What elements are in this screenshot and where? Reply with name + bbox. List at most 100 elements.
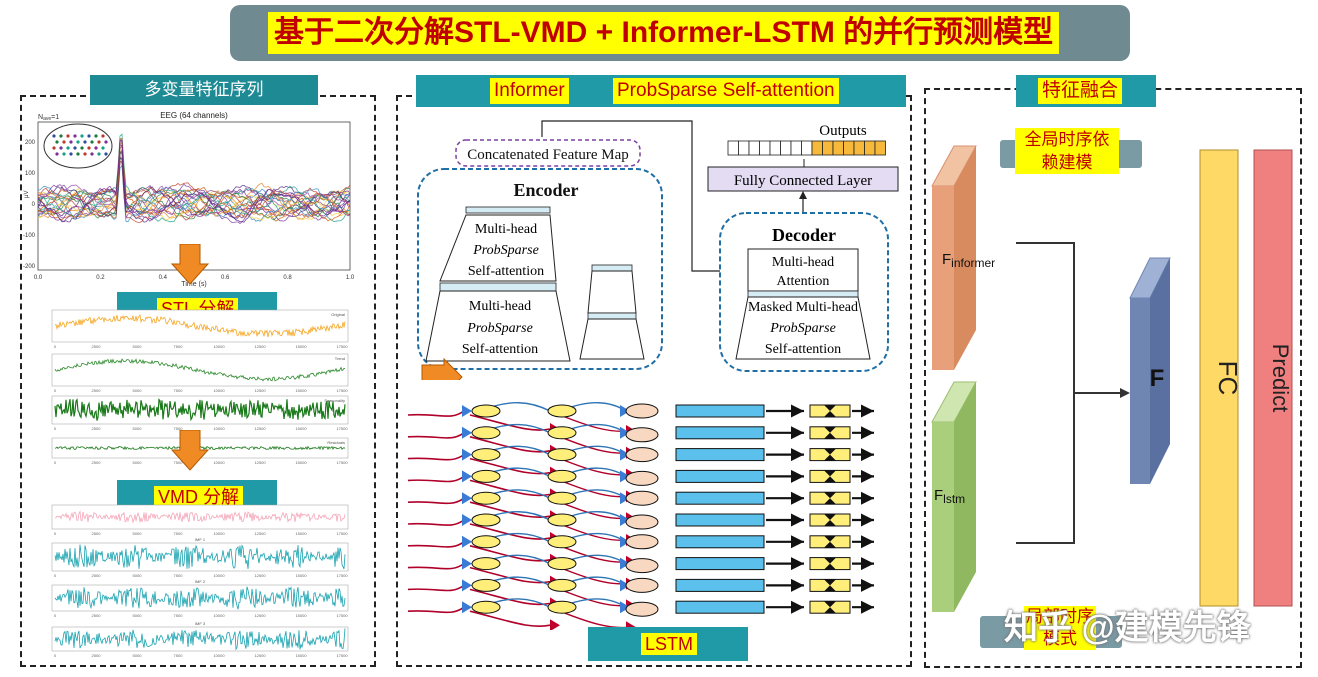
- signal-line: [54, 397, 346, 422]
- encoder-title: Encoder: [514, 180, 579, 200]
- output-cell: [822, 140, 834, 156]
- subplot-xtick: 10000: [213, 573, 225, 578]
- electrode-dot: [66, 146, 70, 150]
- probsparse-tag: ProbSparse Self-attention: [613, 78, 839, 104]
- informer-tag: Informer: [490, 78, 569, 104]
- subplot-xtick: 5000: [133, 653, 143, 658]
- fc-label: FC: [1213, 361, 1243, 396]
- subplot-xtick: 17500: [336, 653, 348, 658]
- lstm-cell: [547, 491, 577, 505]
- electrode-dot: [90, 152, 94, 156]
- lstm-hidden-bar: [675, 600, 765, 614]
- signal-line: [54, 544, 346, 570]
- lstm-cell: [547, 513, 577, 527]
- dec-masked-line3: Self-attention: [765, 342, 841, 357]
- lstm-output-node: [625, 558, 659, 574]
- electrode-dot: [97, 152, 101, 156]
- lstm-network: [407, 402, 874, 630]
- concat-feature-map: Concatenated Feature Map: [467, 147, 629, 163]
- signal-line: [54, 628, 346, 651]
- subplot-xtick: 17500: [336, 573, 348, 578]
- lstm-output-node: [625, 403, 659, 419]
- subplot-xtick: 17500: [336, 613, 348, 618]
- lstm-hidden-bar: [675, 448, 765, 462]
- subplot-xtick: 5000: [133, 573, 143, 578]
- electrode-dot: [62, 140, 66, 144]
- output-cell: [853, 140, 865, 156]
- electrode-dot: [76, 152, 80, 156]
- electrode-dot: [87, 134, 91, 138]
- enc-block1-line2: ProbSparse: [472, 243, 539, 258]
- f-informer-label: Finformer: [942, 251, 995, 270]
- subplot-xtick: 10000: [213, 613, 225, 618]
- lstm-cell: [547, 578, 577, 592]
- output-cell: [801, 140, 813, 156]
- output-cell: [874, 140, 886, 156]
- subplot-xtick: 0: [54, 426, 57, 431]
- lstm-output-node: [625, 470, 659, 486]
- subplot-xtick: 5000: [133, 426, 143, 431]
- watermark: 知乎 @建模先锋: [1004, 609, 1251, 647]
- subplot-xtick: 12500: [254, 426, 266, 431]
- subplot-xtick: 7500: [174, 573, 184, 578]
- eeg-title: EEG (64 channels): [160, 111, 228, 120]
- eeg-xtick: 0.8: [283, 275, 292, 281]
- electrode-dot: [73, 134, 77, 138]
- lstm-output-node: [625, 447, 659, 463]
- lstm-output-node: [625, 490, 659, 506]
- subplot-xtick: 10000: [213, 653, 225, 658]
- subplot-xtick: 15000: [295, 531, 307, 536]
- lstm-cell: [547, 448, 577, 462]
- f-fused-block: [1130, 298, 1150, 484]
- subplot-xtick: 2500: [92, 573, 102, 578]
- subplot-xtick: 17500: [336, 460, 348, 465]
- eeg-ytick: 100: [25, 171, 36, 177]
- lstm-cell: [471, 491, 501, 505]
- output-cell: [727, 140, 739, 156]
- electrode-dot: [59, 134, 63, 138]
- enc-block1-line1: Multi-head: [475, 222, 537, 237]
- lstm-cell: [471, 513, 501, 527]
- output-cell: [864, 140, 876, 156]
- subplot-xtick: 10000: [213, 426, 225, 431]
- subplot-xtick: 2500: [92, 426, 102, 431]
- electrode-dot: [59, 146, 63, 150]
- output-cell: [738, 140, 750, 156]
- subplot-legend: Trend: [335, 356, 345, 361]
- lstm-cell: [547, 600, 577, 614]
- electrode-dot: [104, 140, 108, 144]
- electrode-dot: [55, 140, 59, 144]
- page-title: 基于二次分解STL-VMD + Informer-LSTM 的并行预测模型: [268, 12, 1060, 54]
- local-label: 局部时序 模式: [1024, 606, 1096, 650]
- subplot-xtick: 0: [54, 653, 57, 658]
- subplot-xtick: 15000: [295, 653, 307, 658]
- lstm-output-node: [625, 534, 659, 550]
- subplot-xtick: 0: [54, 573, 57, 578]
- output-cell: [769, 140, 781, 156]
- subplot-xtick: 10000: [213, 388, 225, 393]
- electrode-dot: [83, 140, 87, 144]
- subplot-xtick: 15000: [295, 388, 307, 393]
- lstm-cell: [471, 469, 501, 483]
- signal-line: [54, 358, 346, 382]
- electrode-dot: [52, 146, 56, 150]
- subplot-xtick: 17500: [336, 344, 348, 349]
- eeg-xtick: 0.2: [96, 275, 105, 281]
- subplot-xtick: 5000: [133, 388, 143, 393]
- local-label-line1: 局部时序: [1026, 607, 1094, 626]
- lstm-cell: [471, 557, 501, 571]
- fusion-tag: 特征融合: [1038, 78, 1123, 104]
- local-label-line2: 模式: [1043, 629, 1077, 648]
- subplot-xtick: 17500: [336, 388, 348, 393]
- electrode-dot: [101, 134, 105, 138]
- subplot-xtick: 10000: [213, 531, 225, 536]
- outputs-label: Outputs: [819, 123, 867, 139]
- subplot-xtick: 7500: [174, 344, 184, 349]
- eeg-ytick: -100: [23, 233, 36, 239]
- subplot-xtick: 5000: [133, 460, 143, 465]
- head-topomap-icon: [43, 123, 113, 169]
- electrode-dot: [62, 152, 66, 156]
- eeg-channel-line: [37, 149, 351, 221]
- lstm-cell: [547, 404, 577, 418]
